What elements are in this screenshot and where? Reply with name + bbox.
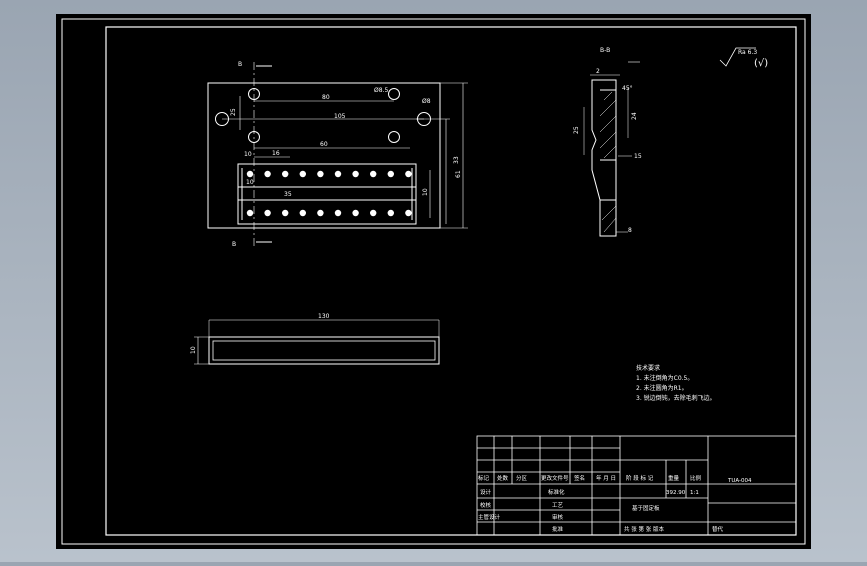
roughness-symbol: Ra 6.3 (√): [719, 47, 768, 69]
slot-hole: [370, 209, 377, 217]
tb-scale-label: 比例: [690, 474, 702, 482]
dim-hole-spacing-top: 80: [322, 94, 330, 101]
front-view: [207, 62, 468, 246]
tb-approve: 批准: [552, 525, 564, 533]
slot-hole: [387, 170, 394, 178]
slot-hole: [405, 170, 412, 178]
dim-slot-offset: 60: [320, 141, 328, 148]
dim-height-inner: 33: [453, 156, 460, 164]
slot-hole: [317, 170, 324, 178]
slot-holes: [246, 170, 412, 217]
technical-notes: 技术要求 1. 未注倒角为C0.5。 2. 未注圆角为R1。 3. 锐边倒钝，去…: [636, 364, 716, 402]
section-view-labels: B-B 2 45° 25 24 15 8: [573, 47, 642, 234]
tb-standard: 标准化: [548, 488, 565, 496]
hole-3: [248, 131, 260, 143]
dim-chamfer: 45°: [622, 85, 633, 92]
note-1: 1. 未注倒角为C0.5。: [636, 374, 693, 382]
dim-slot-label: 35: [284, 191, 292, 198]
section-outline: [591, 79, 617, 237]
tb-design: 设计: [480, 488, 492, 496]
tb-replace: 替代: [712, 525, 724, 533]
dim-section-right: 24: [631, 112, 638, 120]
slot-hole: [352, 209, 359, 217]
slot-hole: [317, 209, 324, 217]
dim-pitch: 16: [272, 150, 280, 157]
tb-header-0: 标记: [478, 474, 490, 482]
slot-hole: [334, 170, 342, 178]
note-3: 3. 锐边倒钝，去除毛刺飞边。: [636, 394, 716, 402]
section-title: B-B: [600, 47, 610, 54]
hole-5: [215, 112, 229, 126]
bottom-view: [194, 319, 440, 365]
title-block-text: 标记 处数 分区 更改文件号 签名 年 月 日 设计 校核 主管设计 标准化 工…: [478, 474, 752, 533]
notes-title: 技术要求: [636, 364, 660, 372]
tb-header-1: 处数: [497, 474, 509, 482]
section-mark-bottom: B: [232, 241, 236, 248]
slot-hole: [264, 170, 271, 178]
tb-review: 审核: [552, 513, 564, 521]
tb-chief: 主管设计: [478, 513, 501, 521]
tb-header-3: 更改文件号: [541, 474, 569, 482]
front-view-labels: B B 80 Ø8.5 Ø8 25 105 60 16 10 33 61 10 …: [230, 61, 462, 248]
outer-border: [61, 18, 806, 545]
dim-bar-length: 130: [318, 313, 330, 320]
dim-left-offset: 25: [230, 108, 237, 116]
roughness-value: Ra 6.3: [738, 49, 757, 56]
slot-outline: [237, 163, 417, 225]
slot-hole: [246, 209, 254, 217]
plate-outline: [207, 82, 441, 229]
dim-height-outer: 61: [455, 170, 462, 178]
slot-hole: [334, 209, 342, 217]
dim-countersink: Ø8: [422, 98, 431, 105]
tb-weight-label: 重量: [668, 474, 680, 482]
drawing-sheet: [56, 14, 811, 549]
roughness-check-icon: [719, 47, 756, 67]
slot-hole: [299, 209, 306, 217]
dim-section-top: 2: [596, 68, 600, 75]
dim-small-a: 10: [244, 151, 252, 158]
hole-2: [388, 88, 400, 100]
tb-stage: 阶 段 标 记: [626, 474, 654, 482]
dim-slot-height: 10: [422, 188, 429, 196]
slot-hole: [370, 170, 377, 178]
slot-hole: [246, 170, 254, 178]
inner-border: [105, 26, 797, 536]
tb-header-4: 签名: [574, 474, 585, 482]
tb-header-2: 分区: [516, 474, 528, 482]
tb-sheets: 共 张 第 张 版本: [624, 525, 664, 533]
slot-hole: [405, 209, 412, 217]
hole-1: [248, 88, 260, 100]
tb-process: 工艺: [552, 502, 564, 509]
dim-hole-spacing-mid: 105: [334, 113, 346, 120]
hole-4: [388, 131, 400, 143]
tb-drawing-no: TUA-004: [727, 478, 752, 484]
mounting-holes: [215, 88, 431, 143]
dim-section-bottom: 8: [628, 227, 632, 234]
slot-hole: [264, 209, 271, 217]
slot-hole: [387, 209, 394, 217]
note-2: 2. 未注圆角为R1。: [636, 384, 688, 392]
dim-edge: 10: [246, 179, 254, 186]
slot-hole: [282, 170, 289, 178]
title-block: [476, 435, 797, 536]
dim-section-left: 25: [573, 126, 580, 134]
dim-hole-dia: Ø8.5: [374, 87, 388, 94]
hole-6: [417, 112, 431, 126]
tb-check: 校核: [480, 501, 492, 509]
tb-header-5: 年 月 日: [596, 474, 616, 482]
tb-part-name: 基于固定板: [632, 504, 660, 512]
section-mark-top: B: [238, 61, 242, 68]
dim-section-mid: 15: [634, 153, 642, 160]
slot-hole: [282, 209, 289, 217]
roughness-paren: (√): [754, 58, 768, 69]
section-view: [583, 61, 640, 237]
dim-bar-height: 10: [190, 346, 197, 354]
slot-hole: [299, 170, 306, 178]
slot-hole: [352, 170, 359, 178]
tb-scale: 1:1: [690, 490, 699, 496]
tb-weight: 392.90: [666, 490, 686, 496]
bar-outline: [208, 336, 440, 365]
